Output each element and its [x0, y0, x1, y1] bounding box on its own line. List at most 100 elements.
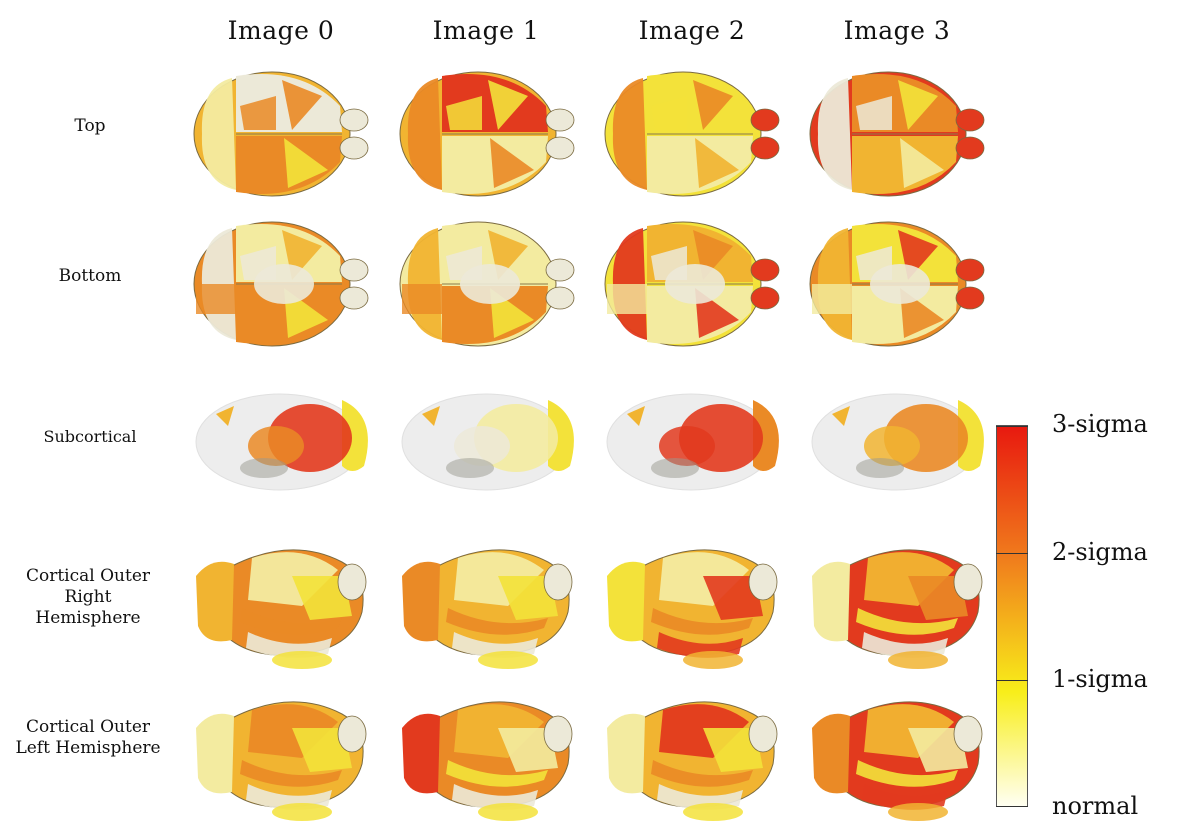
colorbar-label-normal: normal	[1052, 792, 1139, 820]
olfactory-bulb	[955, 258, 985, 282]
cerebellum-region	[342, 400, 368, 471]
region-patch	[240, 96, 276, 130]
colorbar-tick-normal	[996, 806, 1028, 807]
colorbar-label-2-sigma: 2-sigma	[1052, 538, 1148, 566]
brain-render-side-0	[196, 549, 367, 669]
cerebellum-region	[612, 78, 647, 190]
region-patch	[446, 96, 482, 130]
brain-render-sub-2	[606, 393, 779, 491]
cerebellum-region	[402, 561, 440, 642]
region-patch	[292, 576, 352, 620]
cerebellum-region	[607, 561, 645, 642]
region-patch	[693, 80, 733, 130]
column-header-image-2: Image 2	[638, 16, 746, 45]
region-patch	[282, 80, 322, 130]
olfactory-bulb	[545, 286, 575, 310]
olfactory-bulb	[339, 286, 369, 310]
region-patch	[651, 96, 687, 130]
row-label-bottom: Bottom	[58, 266, 122, 286]
brain-render-side-0	[196, 701, 367, 821]
brain-render-side-2	[607, 701, 778, 821]
brainstem-region	[460, 264, 520, 304]
olfactory-bulb	[955, 108, 985, 132]
cerebellum-region	[817, 78, 852, 190]
olfactory-bulb	[337, 563, 367, 601]
colorbar-tick-1-sigma	[996, 680, 1028, 681]
olfactory-bulb	[953, 563, 983, 601]
region-band	[856, 760, 958, 787]
brainstem-region	[651, 458, 699, 478]
olfactory-bulb	[750, 108, 780, 132]
olfactory-bulb	[748, 563, 778, 601]
olfactory-bulb	[339, 108, 369, 132]
olfactory-bulb	[339, 258, 369, 282]
cerebellum-region	[548, 400, 574, 471]
olfactory-bulb	[339, 136, 369, 160]
row-label-top: Top	[74, 116, 106, 136]
region-band	[651, 760, 753, 787]
thalamus-region	[248, 426, 304, 466]
olfactory-bulb	[750, 258, 780, 282]
brain-render-sub-3	[811, 393, 984, 491]
region-patch	[488, 80, 528, 130]
brainstem-region	[254, 264, 314, 304]
brain-render-side-2	[607, 549, 778, 669]
olfactory-bulb	[748, 715, 778, 753]
brain-render-side-3	[812, 701, 983, 821]
region-patch	[898, 80, 938, 130]
cerebellum-lower	[812, 284, 852, 314]
cerebellum-region	[812, 713, 850, 794]
colorbar-tick-3-sigma	[996, 426, 1028, 427]
colorbar	[996, 425, 1028, 807]
brain-render-bottom-3	[809, 221, 985, 347]
brain-render-bottom-1	[399, 221, 575, 347]
brain-render-sub-1	[401, 393, 574, 491]
brain-render-sub-0	[195, 393, 368, 491]
thalamus-region	[659, 426, 715, 466]
brainstem-region	[683, 651, 743, 669]
region-patch	[284, 138, 328, 188]
region-patch	[864, 552, 954, 606]
region-band	[651, 608, 753, 635]
region-patch	[490, 138, 534, 188]
brain-render-bottom-0	[193, 221, 369, 347]
brain-render-side-1	[402, 549, 573, 669]
region-band	[446, 760, 548, 787]
row-label-cortical-right: Cortical Outer Right Hemisphere	[25, 566, 151, 628]
brainstem-region	[478, 651, 538, 669]
brainstem-region	[856, 458, 904, 478]
olfactory-region	[422, 406, 440, 426]
brainstem-region	[683, 803, 743, 821]
olfactory-region	[627, 406, 645, 426]
region-band	[446, 608, 548, 635]
olfactory-region	[832, 406, 850, 426]
region-patch	[454, 552, 544, 606]
column-header-image-0: Image 0	[227, 16, 335, 45]
olfactory-bulb	[953, 715, 983, 753]
brain-render-top-1	[399, 71, 575, 197]
row-label-cortical-left: Cortical Outer Left Hemisphere	[15, 717, 161, 758]
cerebellum-region	[201, 78, 236, 190]
olfactory-bulb	[543, 563, 573, 601]
region-patch	[703, 576, 763, 620]
colorbar-label-1-sigma: 1-sigma	[1052, 665, 1148, 693]
olfactory-bulb	[545, 108, 575, 132]
brain-render-side-3	[812, 549, 983, 669]
cerebellum-region	[196, 561, 234, 642]
region-patch	[248, 552, 338, 606]
region-patch	[498, 576, 558, 620]
region-patch	[454, 704, 544, 758]
cerebellum-region	[402, 713, 440, 794]
cerebellum-region	[196, 713, 234, 794]
column-header-image-1: Image 1	[432, 16, 540, 45]
cerebellum-region	[753, 400, 779, 471]
region-patch	[900, 138, 944, 188]
row-label-subcortical: Subcortical	[43, 427, 137, 446]
region-patch	[248, 704, 338, 758]
region-patch	[695, 138, 739, 188]
brainstem-region	[240, 458, 288, 478]
colorbar-label-3-sigma: 3-sigma	[1052, 410, 1148, 438]
cerebellum-lower	[402, 284, 442, 314]
brainstem-region	[665, 264, 725, 304]
cerebellum-lower	[196, 284, 236, 314]
